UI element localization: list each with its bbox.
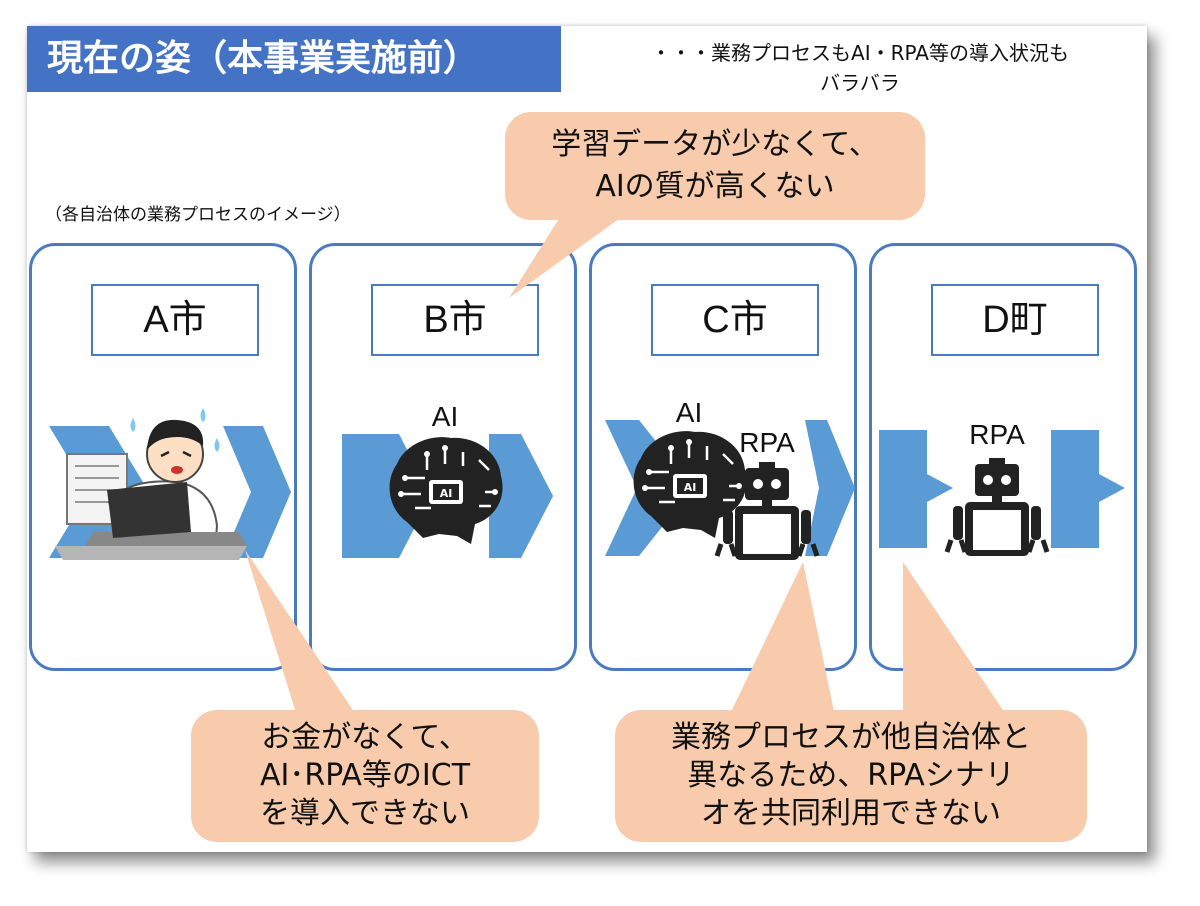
callout-top-line-2: AIの質が高くない bbox=[595, 169, 835, 204]
callout-bottom-left-line-2: AI･RPA等のICT bbox=[259, 758, 471, 793]
page-title: 現在の姿（本事業実施前） bbox=[27, 26, 561, 92]
callout-top-line-1: 学習データが少なくて、 bbox=[551, 127, 879, 162]
rpa-label: RPA bbox=[739, 427, 795, 458]
panel-c-graphics: AI RPA bbox=[605, 397, 855, 560]
stressed-worker-icon bbox=[55, 408, 247, 560]
chevron-arrow-icon bbox=[223, 426, 291, 558]
callout-bottom-left: お金がなくて、 AI･RPA等のICT を導入できない bbox=[191, 710, 539, 842]
chevron-arrow-icon bbox=[805, 420, 855, 556]
callout-bottom-right-line-2: 異なるため、RPAシナリ bbox=[687, 758, 1015, 793]
callout-bottom-right: 業務プロセスが他自治体と 異なるため、RPAシナリ オを共同利用できない bbox=[615, 710, 1087, 842]
slide: 現在の姿（本事業実施前） ・・・業務プロセスもAI・RPA等の導入状況も バラバ… bbox=[27, 26, 1147, 852]
callout-tail-bottom-left bbox=[245, 550, 357, 716]
callout-bottom-left-line-1: お金がなくて、 bbox=[261, 720, 469, 755]
callout-top: 学習データが少なくて、 AIの質が高くない bbox=[505, 112, 925, 220]
panel-label-a: A市 bbox=[91, 284, 259, 356]
rpa-label: RPA bbox=[969, 419, 1025, 450]
block-arrow-icon bbox=[1051, 430, 1125, 548]
panel-d-graphics: RPA bbox=[879, 419, 1125, 556]
caption: （各自治体の業務プロセスのイメージ） bbox=[45, 205, 351, 225]
ai-label: AI bbox=[432, 401, 458, 432]
callout-tail-top bbox=[509, 206, 637, 298]
diagram-graphics: AI bbox=[49, 206, 1125, 716]
callout-bottom-right-line-3: オを共同利用できない bbox=[701, 796, 1001, 831]
subtitle-line-1: ・・・業務プロセスもAI・RPA等の導入状況も bbox=[651, 41, 1069, 65]
block-arrow-icon bbox=[879, 430, 953, 548]
rpa-robot-icon bbox=[947, 458, 1047, 556]
panel-label-d: D町 bbox=[931, 284, 1099, 356]
panel-b-graphics: AI bbox=[342, 401, 553, 558]
callout-tail-bottom-right-c bbox=[729, 562, 835, 716]
panel-label-b: B市 bbox=[371, 284, 539, 356]
chevron-arrow-icon bbox=[489, 434, 553, 558]
panel-label-c: C市 bbox=[651, 284, 819, 356]
panel-a-graphics bbox=[49, 408, 291, 560]
ai-label: AI bbox=[676, 397, 702, 428]
callout-bottom-right-line-1: 業務プロセスが他自治体と bbox=[671, 720, 1031, 755]
callout-bottom-left-line-3: を導入できない bbox=[260, 796, 470, 831]
subtitle: ・・・業務プロセスもAI・RPA等の導入状況も バラバラ bbox=[575, 38, 1145, 98]
callout-tail-bottom-right-d bbox=[903, 562, 1007, 716]
subtitle-line-2: バラバラ bbox=[820, 71, 900, 95]
